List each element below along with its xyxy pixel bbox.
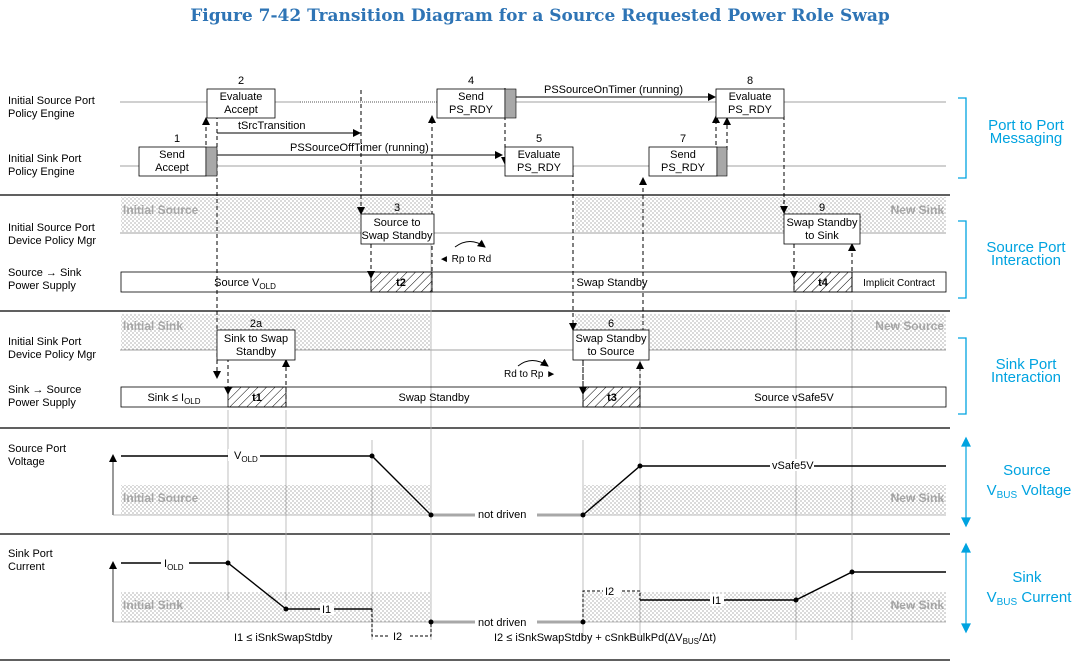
step-2: 2	[238, 75, 244, 87]
src-power-bar	[120, 271, 947, 293]
t3-block	[582, 386, 641, 408]
label-sink-le-iold: Sink ≤ IOLD	[147, 392, 200, 406]
box-send-psrdy-snk	[648, 146, 718, 177]
figure-title: Figure 7-42 Transition Diagram for a Sou…	[190, 6, 890, 26]
box-sink-to-swap-standby	[216, 329, 296, 361]
footnote-i1: I1 ≤ iSnkSwapStdby	[234, 632, 333, 644]
label-rp-to-rd: ◄ Rp to Rd	[439, 254, 491, 265]
group-sink-vbus: Sink VBUS Current	[987, 569, 1073, 608]
shaded-regions	[121, 197, 946, 622]
shade-snk-i-b	[583, 592, 946, 622]
message-tails	[205, 88, 728, 177]
step-8: 8	[747, 75, 753, 87]
label-implicit-contract: Implicit Contract	[863, 278, 935, 289]
label-swap-standby-src: Swap Standby	[577, 277, 648, 289]
group-source-vbus: Source VBUS Voltage	[987, 462, 1072, 501]
label-t4: t4	[818, 277, 829, 289]
box-swap-standby-to-sink	[783, 213, 861, 245]
label-source-vold: Source VOLD	[214, 277, 276, 291]
event-guides	[227, 240, 853, 640]
label-initial-source-v: Initial Source	[123, 491, 199, 505]
label-not-driven-i: not driven	[478, 617, 526, 629]
label-new-sink-dpm: New Sink	[891, 203, 945, 217]
label-t1: t1	[252, 392, 262, 404]
rd-rp-curve	[517, 358, 549, 367]
label-new-source-i: New Sink	[891, 598, 945, 612]
footnote-i2: I2 ≤ iSnkSwapStdby + cSnkBulkPd(ΔVBUS/Δt…	[494, 632, 716, 646]
timer-src-transition: tSrcTransition	[238, 120, 305, 132]
label-initial-sink-i: Initial Sink	[123, 598, 183, 612]
t2-block	[370, 271, 433, 293]
dashed-signals	[202, 88, 856, 406]
step-6: 6	[608, 318, 614, 330]
current-i2-dash-2	[582, 590, 641, 622]
box-evaluate-psrdy-snk	[504, 146, 574, 177]
range-arrows	[961, 436, 971, 634]
label-initial-sink-dpm: Initial Sink	[123, 319, 183, 333]
step-9: 9	[819, 202, 825, 214]
step-1: 1	[174, 133, 180, 145]
label-i2-a: I2	[393, 631, 402, 643]
box-swap-standby-to-source	[572, 329, 650, 361]
box-evaluate-accept	[206, 88, 276, 119]
t1-block	[227, 386, 287, 408]
box-send-psrdy-src	[436, 88, 506, 119]
shade-src-v-b	[583, 485, 946, 515]
label-iold: IOLD	[164, 558, 184, 572]
step-4: 4	[468, 75, 474, 87]
shade-src-v-a	[121, 485, 431, 515]
snk-power-bar	[120, 386, 947, 408]
label-new-source-dpm: New Source	[875, 319, 944, 333]
label-t2: t2	[396, 277, 406, 289]
label-not-driven-v: not driven	[478, 509, 526, 521]
shade-src-dpm-b	[575, 197, 946, 233]
box-evaluate-psrdy-src	[715, 88, 785, 119]
label-rd-to-rp: Rd to Rp ►	[504, 369, 556, 380]
label-source-vsafe5v: Source vSafe5V	[754, 392, 834, 404]
label-i1-b: I1	[712, 595, 721, 607]
label-new-sink-v: New Sink	[891, 491, 945, 505]
label-i2-b: I2	[605, 586, 614, 598]
box-send-accept	[138, 146, 207, 177]
label-t3: t3	[607, 392, 617, 404]
shade-snk-i-a	[121, 592, 431, 622]
label-swap-standby-snk: Swap Standby	[399, 392, 470, 404]
box-source-to-swap-standby	[360, 213, 435, 245]
label-initial-source-dpm: Initial Source	[123, 203, 199, 217]
step-2a: 2a	[250, 318, 263, 330]
step-7: 7	[680, 133, 686, 145]
label-vsafe5v: vSafe5V	[772, 460, 814, 472]
step-3: 3	[394, 202, 400, 214]
step-5: 5	[536, 133, 542, 145]
label-vold: VOLD	[234, 450, 258, 464]
group-braces	[958, 97, 967, 415]
timer-on: PSSourceOnTimer (running)	[544, 84, 683, 96]
rp-rd-curve	[454, 239, 486, 248]
section-separators	[0, 194, 950, 661]
timer-off: PSSourceOffTimer (running)	[290, 142, 429, 154]
label-i1-a: I1	[322, 604, 331, 616]
